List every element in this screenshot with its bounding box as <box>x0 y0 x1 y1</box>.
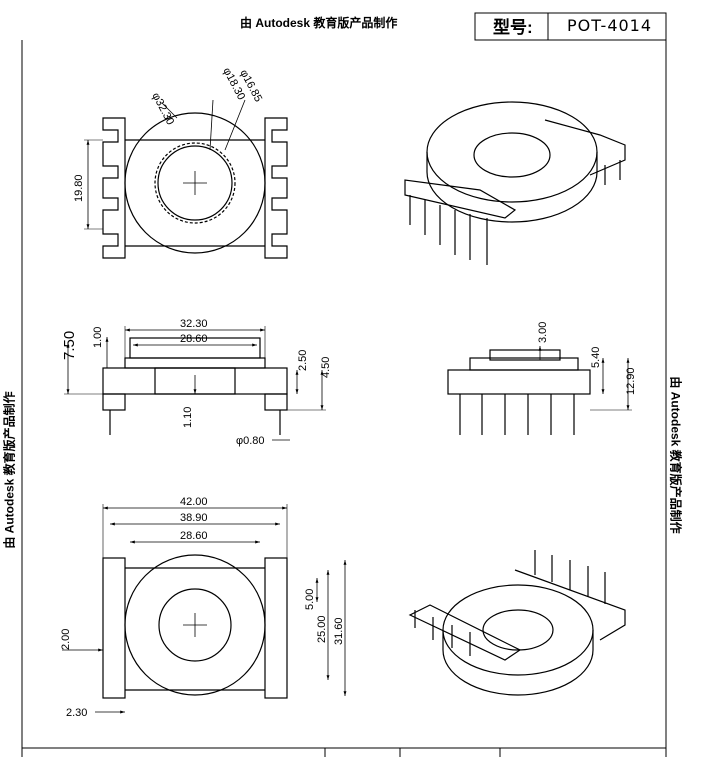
dim-230: 2.30 <box>66 707 87 719</box>
model-value: POT-4014 <box>567 16 653 35</box>
model-label: 型号: <box>493 18 533 37</box>
dim-2860: 28.60 <box>180 333 208 345</box>
side-view <box>64 326 326 441</box>
dim-3890: 38.90 <box>180 512 208 524</box>
watermark-right: 由 Autodesk 教育版产品制作 <box>668 376 683 534</box>
dim-dia-outer: φ32.30 <box>149 91 176 127</box>
dim-450: 4.50 <box>320 357 332 378</box>
iso-view-bottom <box>408 550 626 696</box>
dim-540: 5.40 <box>590 347 602 368</box>
dim-110: 1.10 <box>182 407 194 428</box>
watermark-top: 由 Autodesk 教育版产品制作 <box>240 16 398 30</box>
dim-pin-dia: φ0.80 <box>236 435 265 447</box>
dim-2860b: 28.60 <box>180 530 208 542</box>
dim-2500: 25.00 <box>316 615 328 643</box>
dim-250: 2.50 <box>297 350 309 371</box>
front-view <box>84 99 288 259</box>
watermark-left: 由 Autodesk 教育版产品制作 <box>2 391 17 549</box>
iso-view-top <box>404 101 626 265</box>
side-view-right <box>447 346 632 435</box>
dim-4200: 42.00 <box>180 496 208 508</box>
drawing-frame <box>21 12 667 757</box>
dim-3160: 31.60 <box>333 617 345 645</box>
bottom-view <box>62 504 347 714</box>
dim-1290: 12.90 <box>625 367 637 395</box>
dim-300: 3.00 <box>537 322 549 343</box>
dim-100: 1.00 <box>92 327 104 348</box>
dim-height-front: 19.80 <box>73 174 85 202</box>
dim-500: 5.00 <box>304 589 316 610</box>
dim-750: 7.50 <box>61 331 78 360</box>
dim-3230: 32.30 <box>180 318 208 330</box>
dim-200: 2.00 <box>60 629 72 650</box>
